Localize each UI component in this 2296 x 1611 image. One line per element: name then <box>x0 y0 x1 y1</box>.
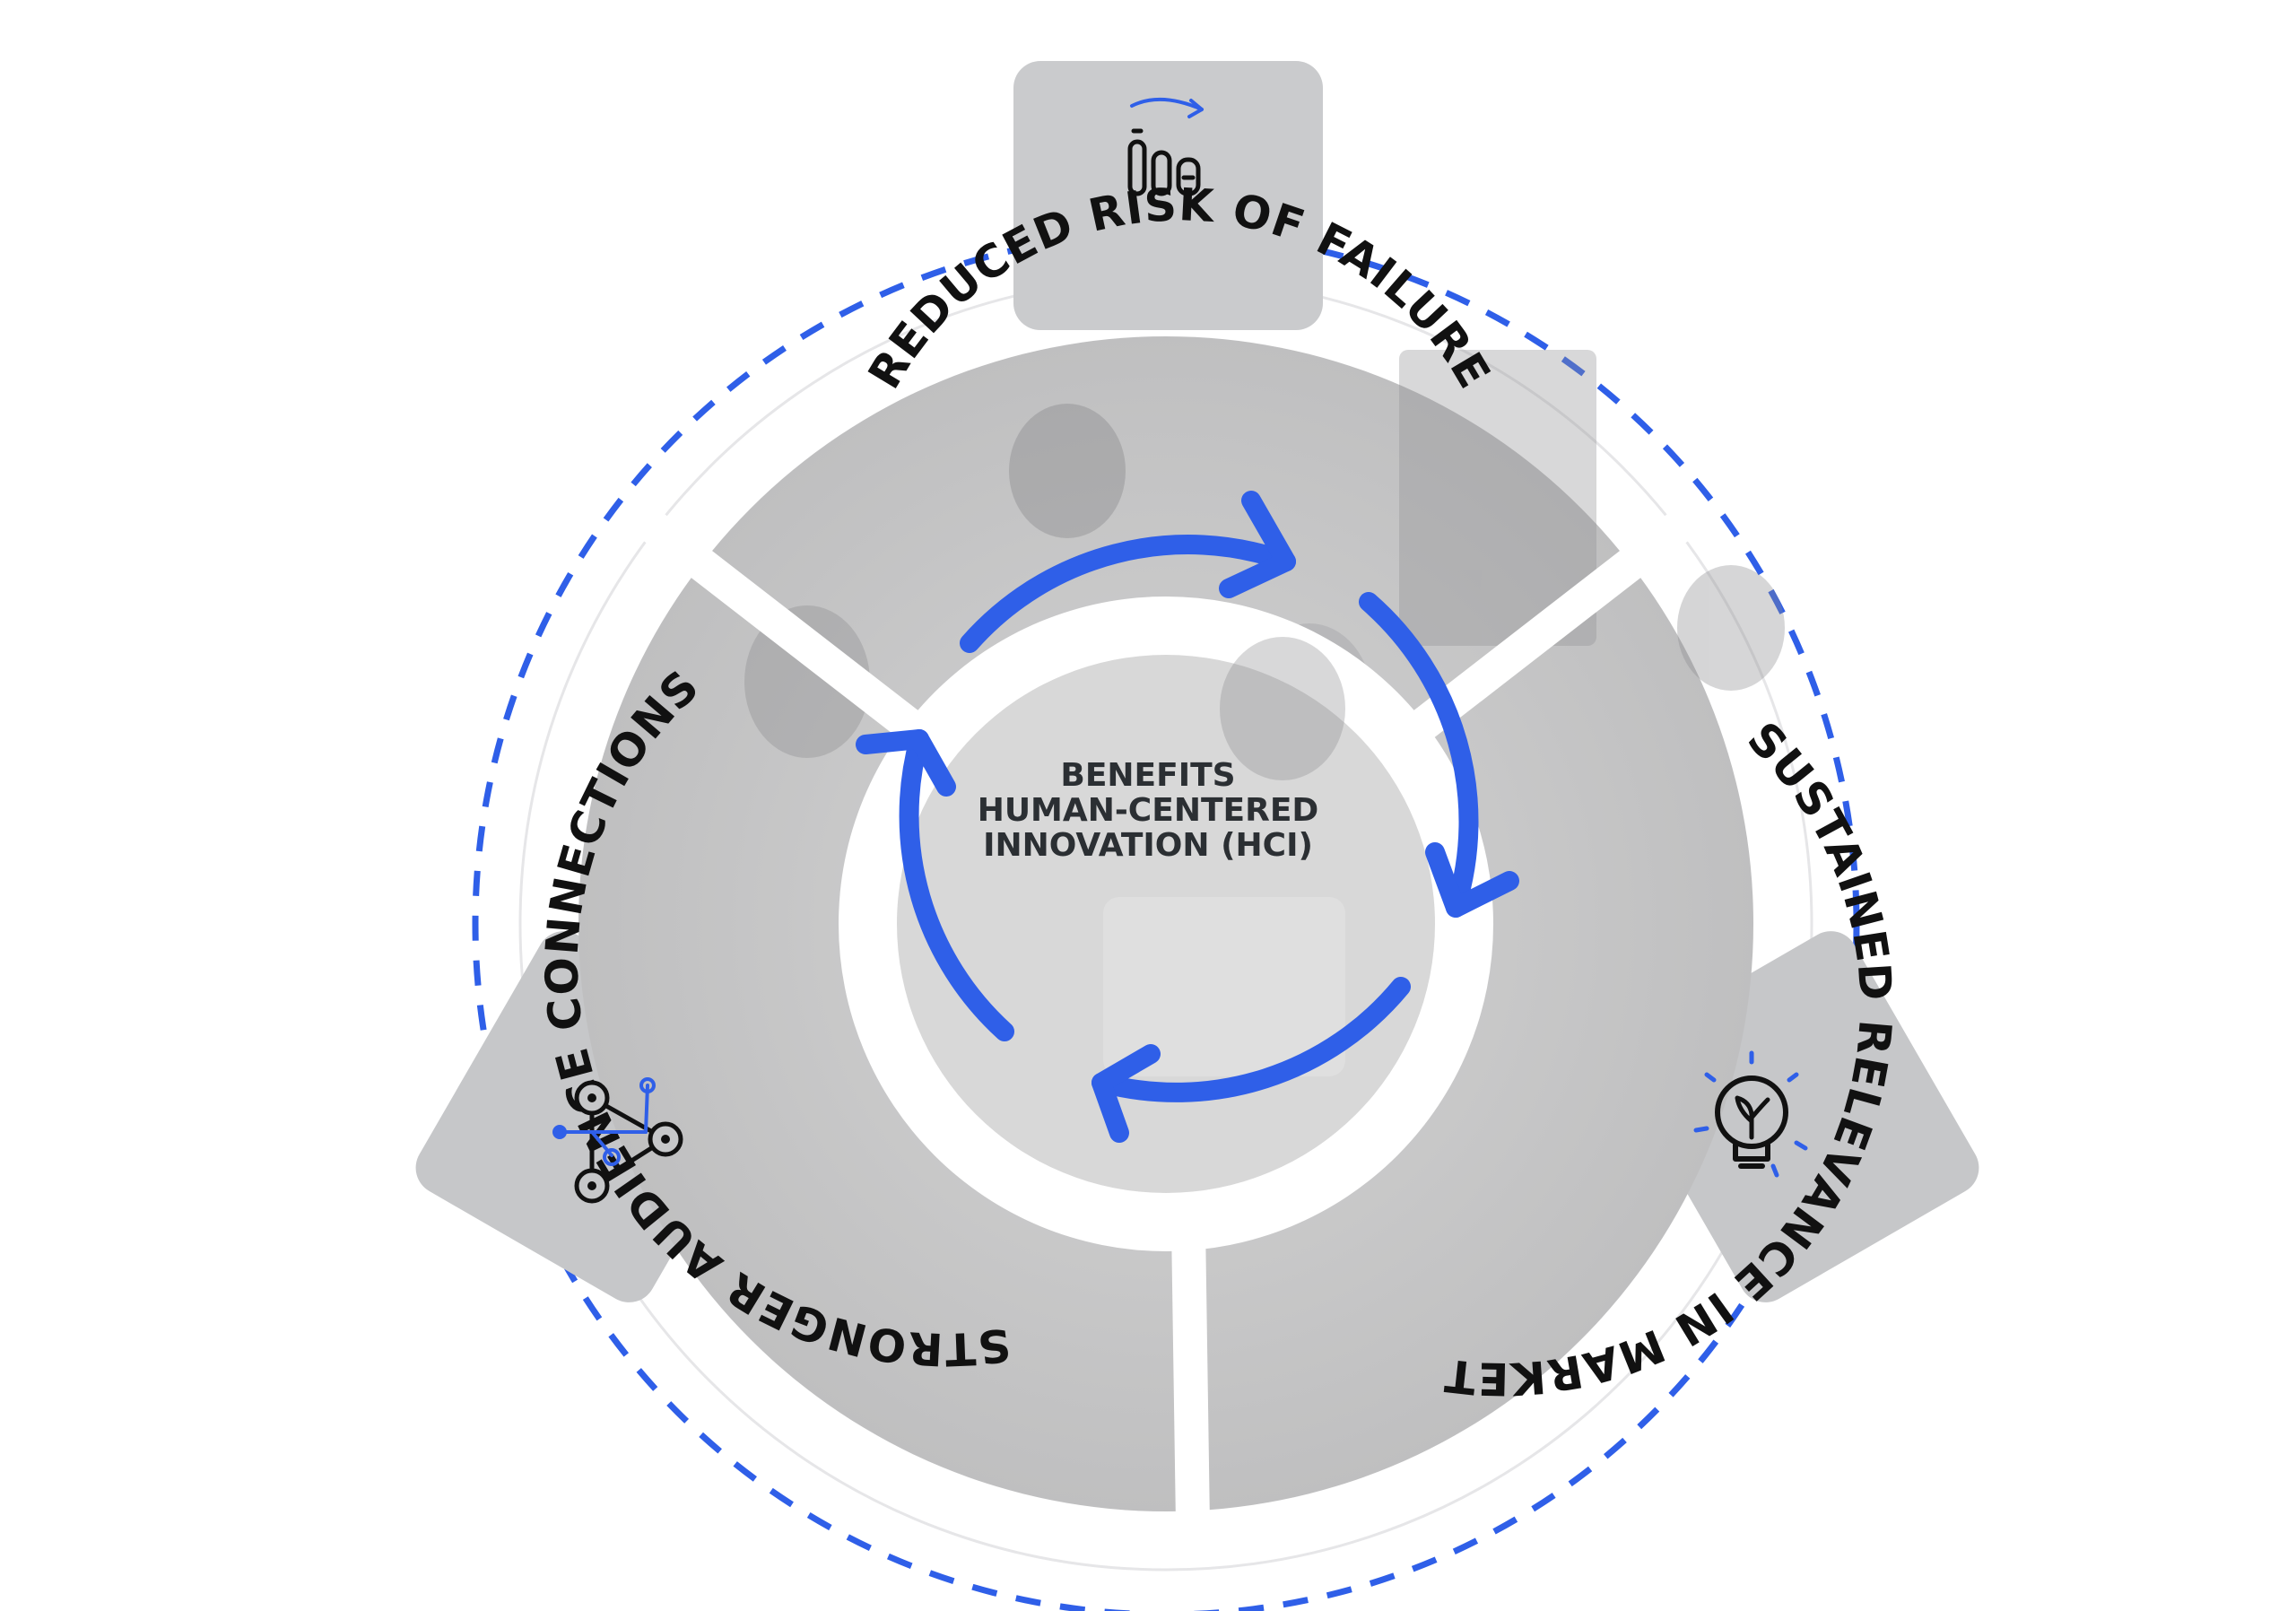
segment-tab-top <box>1013 61 1323 330</box>
outer-dashed-ring <box>472 230 1860 1611</box>
center-title-line2: HUMAN-CENTERED <box>977 792 1319 829</box>
inner-photo-silhouettes <box>1103 637 1345 1076</box>
center-title-line3: INNOVATION (HCI) <box>983 827 1313 864</box>
center-title-line1: BENEFITS <box>1060 757 1236 794</box>
network-nodes-icon <box>552 1077 683 1204</box>
cycle-arrows <box>856 491 1519 1143</box>
lightbulb-icon <box>1693 1050 1808 1178</box>
growth-bars-icon <box>1127 97 1204 196</box>
center-title: BENEFITS HUMAN-CENTERED INNOVATION (HCI) <box>933 758 1363 863</box>
